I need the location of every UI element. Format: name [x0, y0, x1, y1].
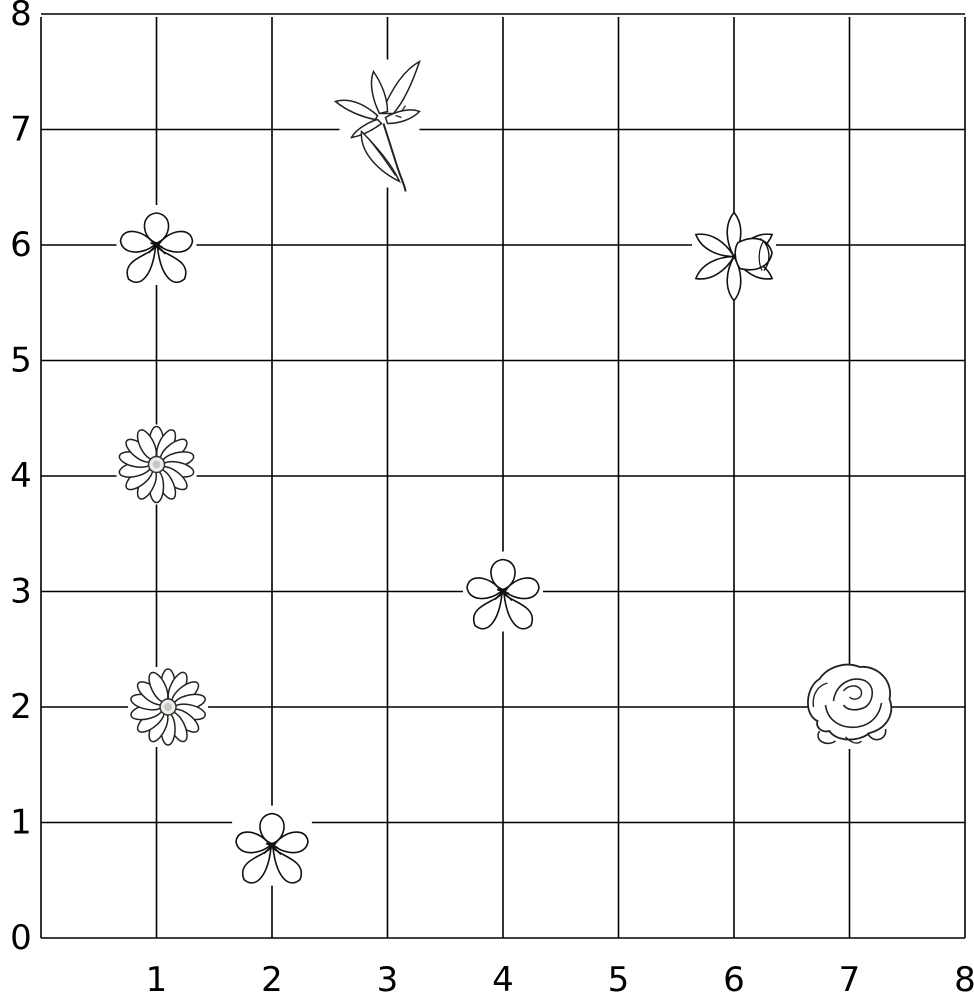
x-tick-label: 5: [608, 960, 630, 998]
x-tick-label: 3: [377, 960, 399, 998]
x-tick-label: 7: [839, 960, 861, 998]
rose-icon: [808, 665, 892, 749]
pansy-icon: [232, 806, 312, 886]
x-tick-label: 1: [146, 960, 168, 998]
daffodil-icon: [692, 213, 776, 301]
pansy-icon: [463, 552, 543, 632]
x-tick-label: 6: [723, 960, 745, 998]
flower-items: [117, 60, 892, 886]
y-tick-label: 5: [10, 341, 32, 381]
y-tick-label: 1: [10, 803, 32, 843]
x-tick-label: 2: [261, 960, 283, 998]
y-tick-label: 2: [10, 687, 32, 727]
y-tick-label: 8: [10, 0, 32, 34]
x-tick-label: 8: [954, 960, 974, 998]
y-tick-label: 3: [10, 572, 32, 612]
y-tick-label: 7: [10, 110, 32, 150]
y-tick-label: 6: [10, 225, 32, 265]
lily-icon: [336, 60, 420, 192]
y-tick-label: 0: [10, 918, 32, 958]
y-tick-label: 4: [10, 456, 32, 496]
pansy-icon: [117, 205, 197, 285]
x-tick-label: 4: [492, 960, 514, 998]
daisy-icon: [117, 424, 197, 504]
daisy-icon: [128, 667, 208, 747]
